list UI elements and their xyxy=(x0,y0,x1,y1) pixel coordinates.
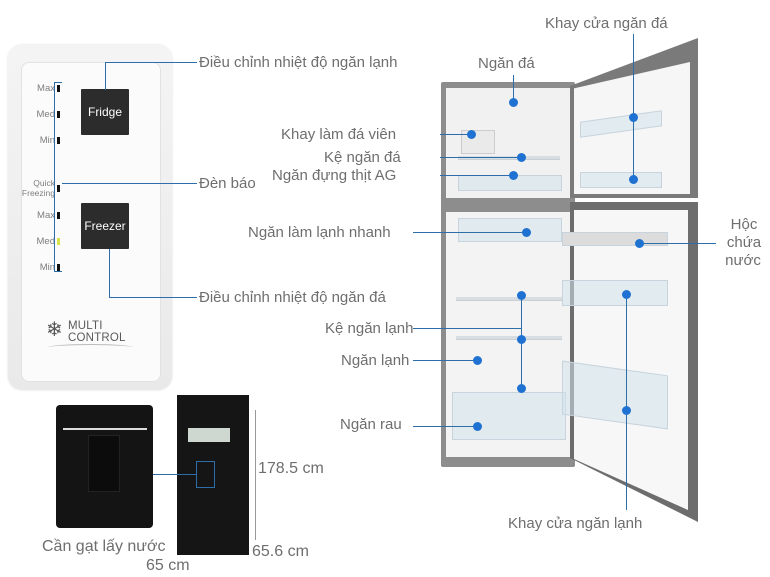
fridge-shelf-2 xyxy=(456,336,562,340)
dot-fridge-shelf-2 xyxy=(516,334,526,344)
label-meat-ag: Ngăn đựng thịt AG xyxy=(272,167,397,184)
dot-fridge-door-tray-2 xyxy=(621,405,631,415)
dispenser-light-strip xyxy=(63,428,147,430)
dot-fridge-shelf-1 xyxy=(516,290,526,300)
freezer-level-min: Min xyxy=(39,262,55,273)
fridge-level-max: Max xyxy=(37,83,55,94)
fridge-shelf-1 xyxy=(456,297,562,301)
leader-fridge-shelf xyxy=(413,328,521,330)
leader-water-tank xyxy=(639,243,716,245)
label-freezer-shelf: Kệ ngăn đá xyxy=(324,149,401,166)
label-quick-cool: Ngăn làm lạnh nhanh xyxy=(248,224,391,241)
leader-fridge-temp-v xyxy=(105,62,107,90)
leader-meat-ag xyxy=(440,175,513,177)
indicator-bracket-top xyxy=(54,82,62,84)
fridge-level-med: Med xyxy=(36,109,55,120)
label-veg: Ngăn rau xyxy=(340,416,402,433)
led-fridge-max xyxy=(57,85,60,92)
label-fridge: Ngăn lạnh xyxy=(341,352,410,369)
leader-freezer-temp-v xyxy=(109,249,111,297)
freezer-button[interactable]: Freezer xyxy=(81,203,129,249)
label-freezer-door-tray: Khay cửa ngăn đá xyxy=(545,15,668,32)
leader-freezer xyxy=(513,75,515,102)
water-lever xyxy=(88,435,120,492)
quick-cool-box xyxy=(458,218,562,242)
dot-quick-cool xyxy=(521,227,531,237)
leader-fridge-door-tray xyxy=(626,294,628,510)
label-water-tank-2: chứa xyxy=(726,234,762,251)
freezer-level-med: Med xyxy=(36,236,55,247)
label-ice-tray: Khay làm đá viên xyxy=(281,126,397,143)
front-display xyxy=(188,428,230,442)
dimension-width: 65 cm xyxy=(146,557,190,574)
dot-freezer-door-tray-2 xyxy=(628,174,638,184)
height-arrow xyxy=(255,410,257,540)
label-fridge-door-tray: Khay cửa ngăn lạnh xyxy=(508,515,643,532)
control-label: CONTROL xyxy=(68,332,126,344)
leader-freezer-temp-h xyxy=(109,297,197,299)
fridge-button[interactable]: Fridge xyxy=(81,89,129,135)
dot-fridge-door-tray-1 xyxy=(621,289,631,299)
label-water-tank-1: Hộc xyxy=(730,216,758,233)
fridge-door-inner xyxy=(574,210,688,510)
label-fridge-shelf: Kệ ngăn lạnh xyxy=(325,320,414,337)
leader-freezer-door-tray xyxy=(633,34,635,179)
leader-quick-cool xyxy=(413,232,526,234)
led-freezer-min xyxy=(57,264,60,271)
dimension-height: 178.5 cm xyxy=(258,460,324,477)
dot-freezer-shelf xyxy=(516,152,526,162)
leader-freezer-shelf xyxy=(440,157,521,159)
led-fridge-min xyxy=(57,137,60,144)
label-water-lever: Cần gạt lấy nước xyxy=(42,538,166,555)
leader-veg xyxy=(413,426,477,428)
freezer-level-quick: Quick Freezing xyxy=(21,178,55,198)
fridge-level-min: Min xyxy=(39,135,55,146)
brand-swoosh xyxy=(48,344,133,351)
snowflake-icon: ❄ xyxy=(46,319,63,341)
dot-ice-tray xyxy=(466,129,476,139)
leader-ice-tray xyxy=(440,134,471,136)
indicator-bracket xyxy=(54,82,56,272)
leader-indicator xyxy=(62,183,197,185)
dot-fridge xyxy=(472,355,482,365)
led-freezer-med-active xyxy=(57,238,60,245)
dot-veg xyxy=(472,421,482,431)
led-quick-freezing xyxy=(57,185,60,192)
dot-fridge-shelf-3 xyxy=(516,383,526,393)
vegetable-drawer xyxy=(452,392,566,440)
leader-fridge-temp-h xyxy=(105,62,197,64)
led-fridge-med xyxy=(57,111,60,118)
front-dispenser-highlight xyxy=(196,461,215,488)
leader-fridge xyxy=(413,360,477,362)
fridge-door-tray-1 xyxy=(562,280,668,306)
freezer-door-tray-2 xyxy=(580,172,662,188)
label-water-tank-3: nước xyxy=(725,252,761,269)
label-fridge-temp: Điều chỉnh nhiệt độ ngăn lạnh xyxy=(199,54,398,71)
dot-water-tank xyxy=(634,238,644,248)
label-indicator: Đèn báo xyxy=(199,175,256,192)
dot-meat-ag xyxy=(508,170,518,180)
multi-label: MULTI xyxy=(68,320,103,332)
freezer-level-max: Max xyxy=(37,210,55,221)
indicator-bracket-bottom xyxy=(54,271,62,273)
label-freezer-temp: Điều chỉnh nhiệt độ ngăn đá xyxy=(199,289,386,306)
label-freezer: Ngăn đá xyxy=(478,55,535,72)
leader-water-lever xyxy=(153,474,196,476)
led-freezer-max xyxy=(57,212,60,219)
dot-freezer-door-tray-1 xyxy=(628,112,638,122)
dimension-depth: 65.6 cm xyxy=(252,543,309,560)
dot-freezer xyxy=(508,97,518,107)
